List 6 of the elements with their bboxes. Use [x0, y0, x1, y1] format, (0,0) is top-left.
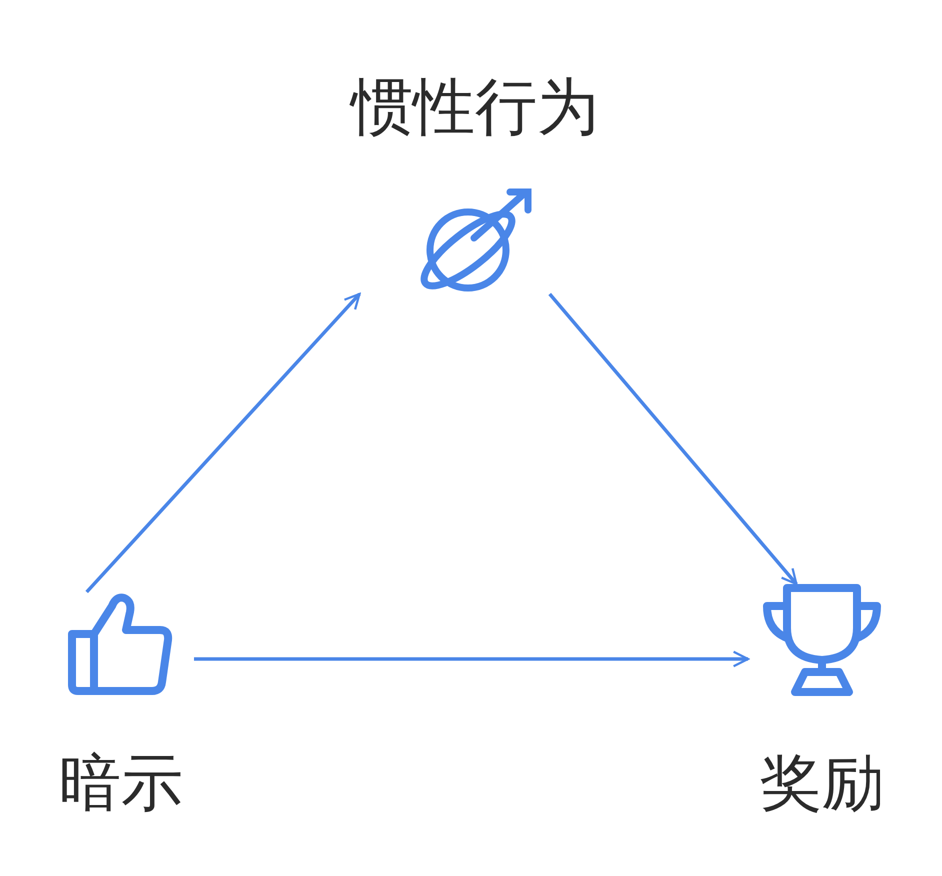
node-label: 惯性行为 [351, 72, 599, 142]
arrow [548, 292, 798, 586]
arrow [85, 292, 361, 594]
arrow [194, 650, 750, 668]
node-label: 暗示 [59, 748, 183, 818]
node-label: 奖励 [760, 748, 884, 818]
